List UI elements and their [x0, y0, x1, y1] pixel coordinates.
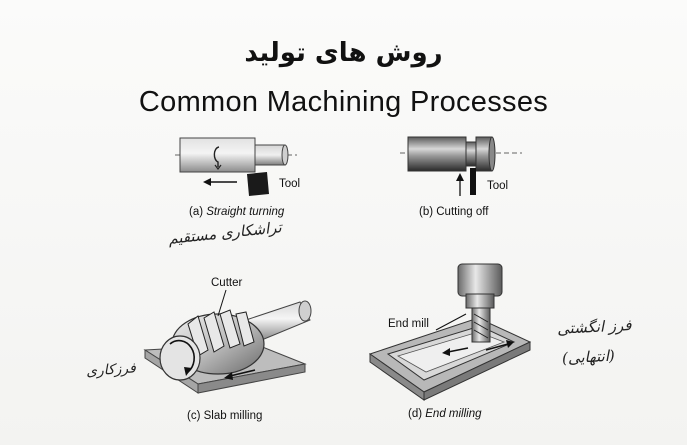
straight-turning-figure	[175, 137, 297, 196]
caption-text-a: Straight turning	[206, 206, 285, 218]
end-milling-caption: (d) End milling	[408, 408, 482, 420]
straight-turning-tool-label: Tool	[279, 178, 301, 190]
slab-milling-caption: (c) Slab milling	[187, 410, 263, 422]
slab-milling-figure	[143, 289, 312, 394]
title-english: Common Machining Processes	[138, 86, 549, 118]
handwritten-note-c: فرزکاری	[85, 360, 137, 380]
slab-milling-cutter-label: Cutter	[211, 277, 243, 289]
caption-prefix-d: (d)	[408, 408, 426, 420]
straight-turning-caption: (a) Straight turning	[189, 206, 284, 218]
title-persian: روش های تولید	[244, 38, 443, 68]
handwritten-note-a: تراشکاری مستقیم	[167, 218, 283, 248]
end-milling-tool-label: End mill	[388, 318, 429, 330]
cutting-off-tool-label: Tool	[487, 180, 509, 192]
handwritten-note-d-line2: (انتهایی)	[561, 346, 616, 368]
cutting-off-figure	[400, 136, 522, 196]
caption-prefix-a: (a)	[189, 206, 207, 218]
end-milling-figure	[368, 263, 532, 401]
handwritten-note-d-line1: فرز انگشتی	[556, 316, 632, 338]
cutting-off-caption: (b) Cutting off	[419, 206, 489, 218]
caption-text-d: End milling	[425, 408, 482, 420]
